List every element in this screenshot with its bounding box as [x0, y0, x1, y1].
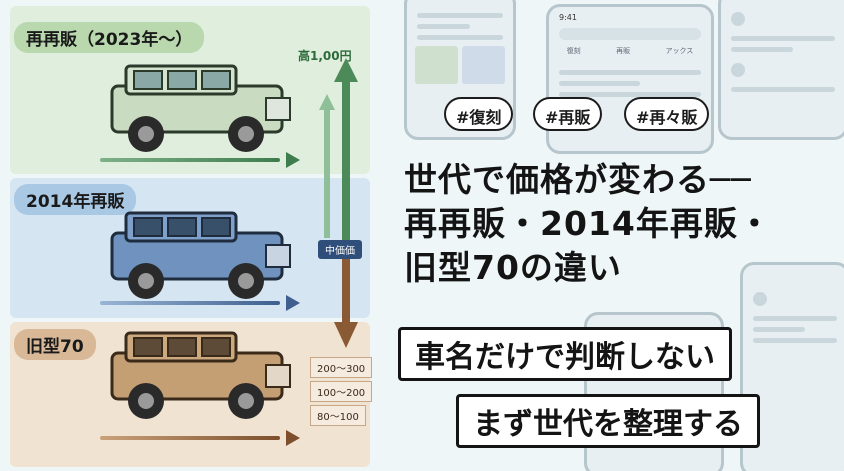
headline: 世代で価格が変わる── 再再販・2014年再販・ 旧型70の違い: [404, 158, 772, 290]
tab-axe: アックス: [665, 47, 694, 55]
avatar-icon: [731, 63, 745, 77]
price-high-label: 高1,00円: [298, 49, 352, 63]
headline-line-2: 再再販・2014年再販・: [404, 204, 772, 243]
arrow-right-icon: [286, 152, 300, 168]
phone-mockup-3: [718, 0, 844, 140]
timeline-brown: [100, 430, 300, 446]
timeline-green: [100, 152, 300, 168]
blue-suv-illustration: [110, 211, 291, 299]
price-chip-1: 200〜300: [310, 357, 373, 378]
timeline-blue: [100, 295, 300, 311]
price-mid-label: 中価価: [318, 240, 362, 259]
hashtag-fukkoku: #復刻: [444, 97, 514, 131]
arrow-right-icon: [286, 295, 300, 311]
phone-mockup-2: 9:41 復刻 再販 アックス: [546, 4, 714, 154]
price-chip-2: 100〜200: [310, 381, 373, 402]
price-chip-3: 80〜100: [310, 405, 366, 426]
label-rerelease-2023: 再再販（2023年〜）: [14, 22, 205, 53]
arrow-right-icon: [286, 430, 300, 446]
headline-line-1: 世代で価格が変わる──: [404, 160, 752, 199]
label-rerelease-2014: 2014年再販: [14, 184, 137, 215]
avatar-icon: [753, 292, 767, 306]
tab-fukkoku: 復刻: [566, 47, 581, 55]
headline-line-3: 旧型70の違い: [404, 248, 622, 287]
tan-suv-illustration: [110, 331, 291, 419]
avatar-icon: [731, 12, 745, 26]
hashtag-saisaihan: #再々販: [624, 97, 710, 131]
price-arrows: [319, 58, 358, 348]
callout-dont-judge-by-name: 車名だけで判断しない: [398, 327, 732, 381]
hashtag-saihan: #再販: [533, 97, 603, 131]
phone-time: 9:41: [559, 13, 577, 22]
green-suv-illustration: [110, 64, 291, 152]
callout-sort-generation: まず世代を整理する: [456, 394, 760, 448]
tab-saihan: 再販: [616, 47, 631, 55]
label-old-70: 旧型70: [14, 329, 96, 360]
